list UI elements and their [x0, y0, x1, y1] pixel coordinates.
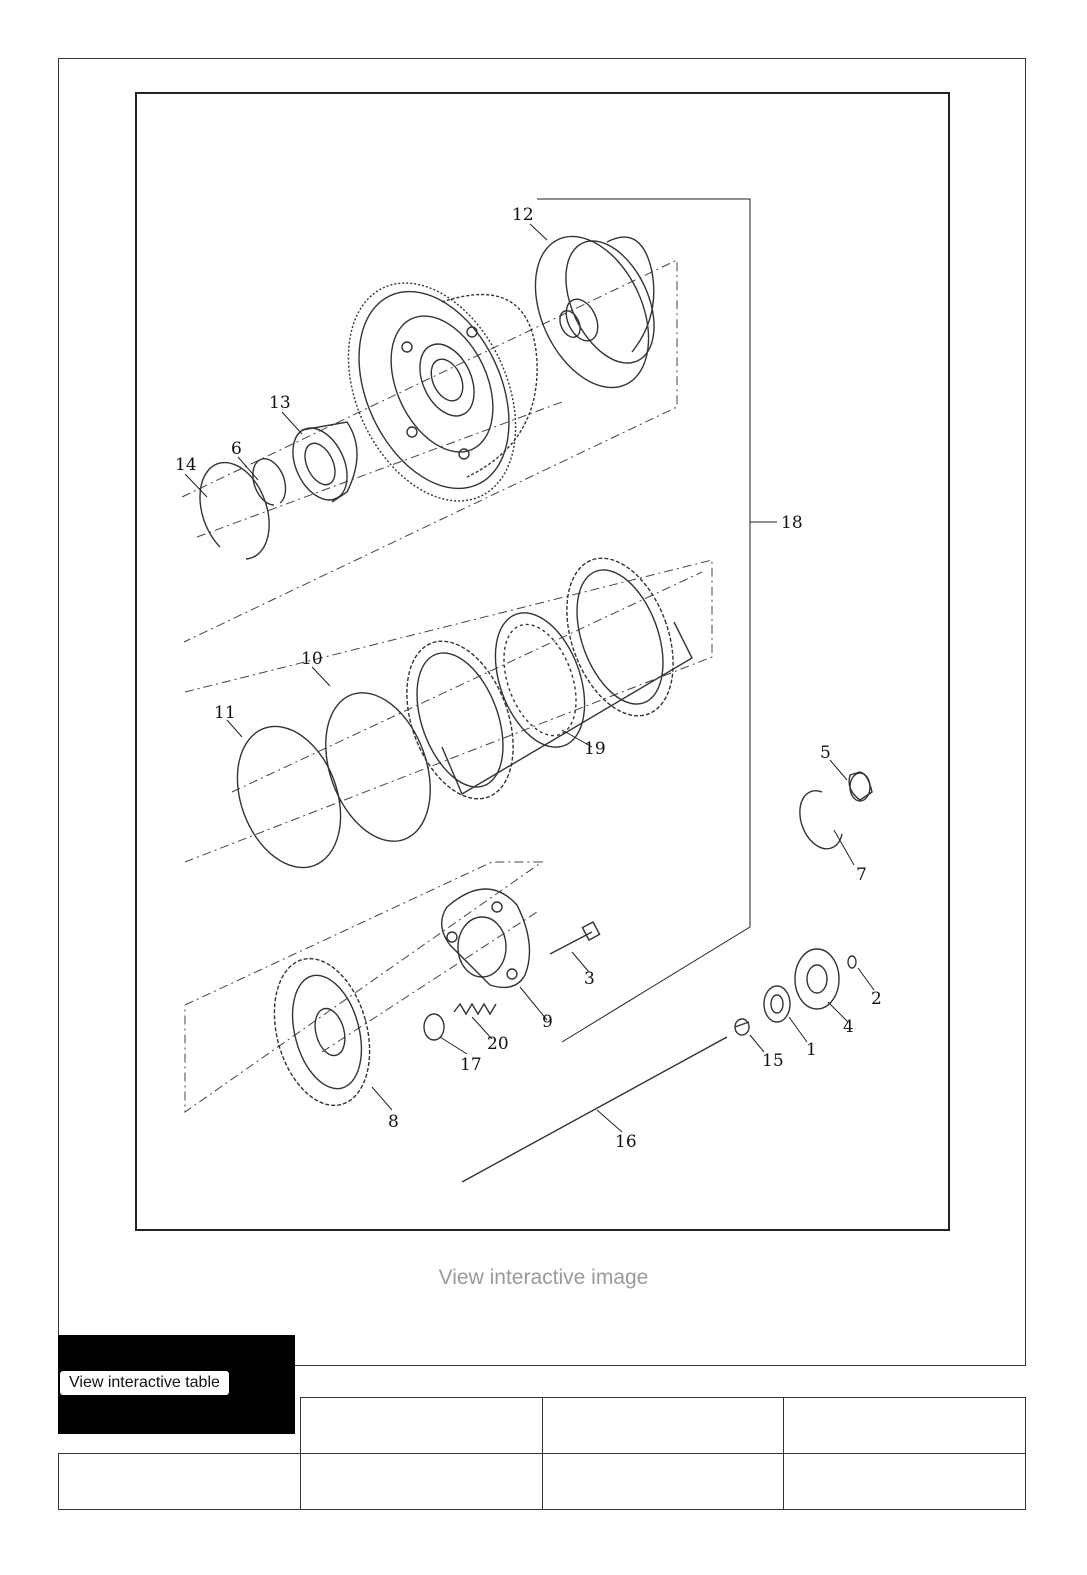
callout-14: 14 [175, 455, 197, 475]
part-20-spring [453, 1002, 497, 1016]
part-10-o-ring [325, 692, 431, 842]
part-15-bush [734, 1018, 750, 1036]
table-row [58, 1397, 1026, 1454]
part-6-circlip [252, 458, 287, 506]
dashed-group-top [181, 259, 678, 643]
callout-20: 20 [487, 1034, 509, 1054]
table-cell [299, 1453, 543, 1510]
callout-11: 11 [214, 703, 236, 723]
part-8-pressure-plate [273, 957, 371, 1107]
part-14-circlip [199, 461, 270, 560]
table-cell [299, 1397, 543, 1454]
view-interactive-image-link[interactable]: View interactive image [438, 1266, 649, 1289]
clutch-basket-gear [347, 282, 538, 502]
callout-18: 18 [781, 513, 803, 533]
dashed-group-middle [184, 559, 713, 863]
table-cell [783, 1453, 1026, 1510]
figure-frame [58, 58, 1026, 1366]
part-13-bearing [292, 421, 358, 503]
table-cell [541, 1453, 785, 1510]
assembly-18-bracket [537, 198, 751, 1043]
part-3-bolt [549, 921, 601, 955]
table-cell [58, 1453, 301, 1510]
callout-17: 17 [460, 1055, 482, 1075]
callout-7: 7 [856, 865, 867, 885]
dashed-group-bottom [184, 861, 544, 1113]
callout-8: 8 [388, 1112, 399, 1132]
part-4-seal [794, 948, 840, 1010]
part-16-push-rod [461, 1036, 728, 1183]
callout-2: 2 [871, 989, 882, 1009]
part-2-ring [847, 955, 857, 969]
view-interactive-table-button[interactable]: View interactive table [60, 1371, 229, 1395]
parts-table [58, 1397, 1026, 1510]
part-9-retaining-plate [441, 888, 531, 989]
callout-16: 16 [615, 1132, 637, 1152]
callout-13: 13 [269, 393, 291, 413]
callout-5: 5 [820, 743, 831, 763]
callout-15: 15 [762, 1051, 784, 1071]
leader-lines [184, 223, 875, 1133]
callout-4: 4 [843, 1017, 854, 1037]
callout-3: 3 [584, 969, 595, 989]
part-17-o-ring [423, 1013, 445, 1041]
part-19-clutch-plates [406, 557, 693, 800]
callout-10: 10 [301, 649, 323, 669]
part-11-o-ring [236, 725, 342, 869]
table-cell [58, 1397, 301, 1454]
exploded-parts-diagram[interactable]: 12 13 6 14 18 10 11 19 5 7 3 2 4 1 9 20 … [135, 92, 950, 1231]
callout-19: 19 [584, 739, 606, 759]
callout-9: 9 [542, 1012, 553, 1032]
callout-6: 6 [231, 439, 242, 459]
table-cell [783, 1397, 1026, 1454]
part-12-clutch-hub [534, 235, 655, 389]
part-1-bearing [763, 985, 791, 1023]
part-5-cap [848, 771, 873, 802]
table-row [58, 1453, 1026, 1510]
callout-12: 12 [512, 205, 534, 225]
callout-1: 1 [806, 1040, 817, 1060]
table-cell [541, 1397, 785, 1454]
part-7-circlip [799, 790, 843, 850]
